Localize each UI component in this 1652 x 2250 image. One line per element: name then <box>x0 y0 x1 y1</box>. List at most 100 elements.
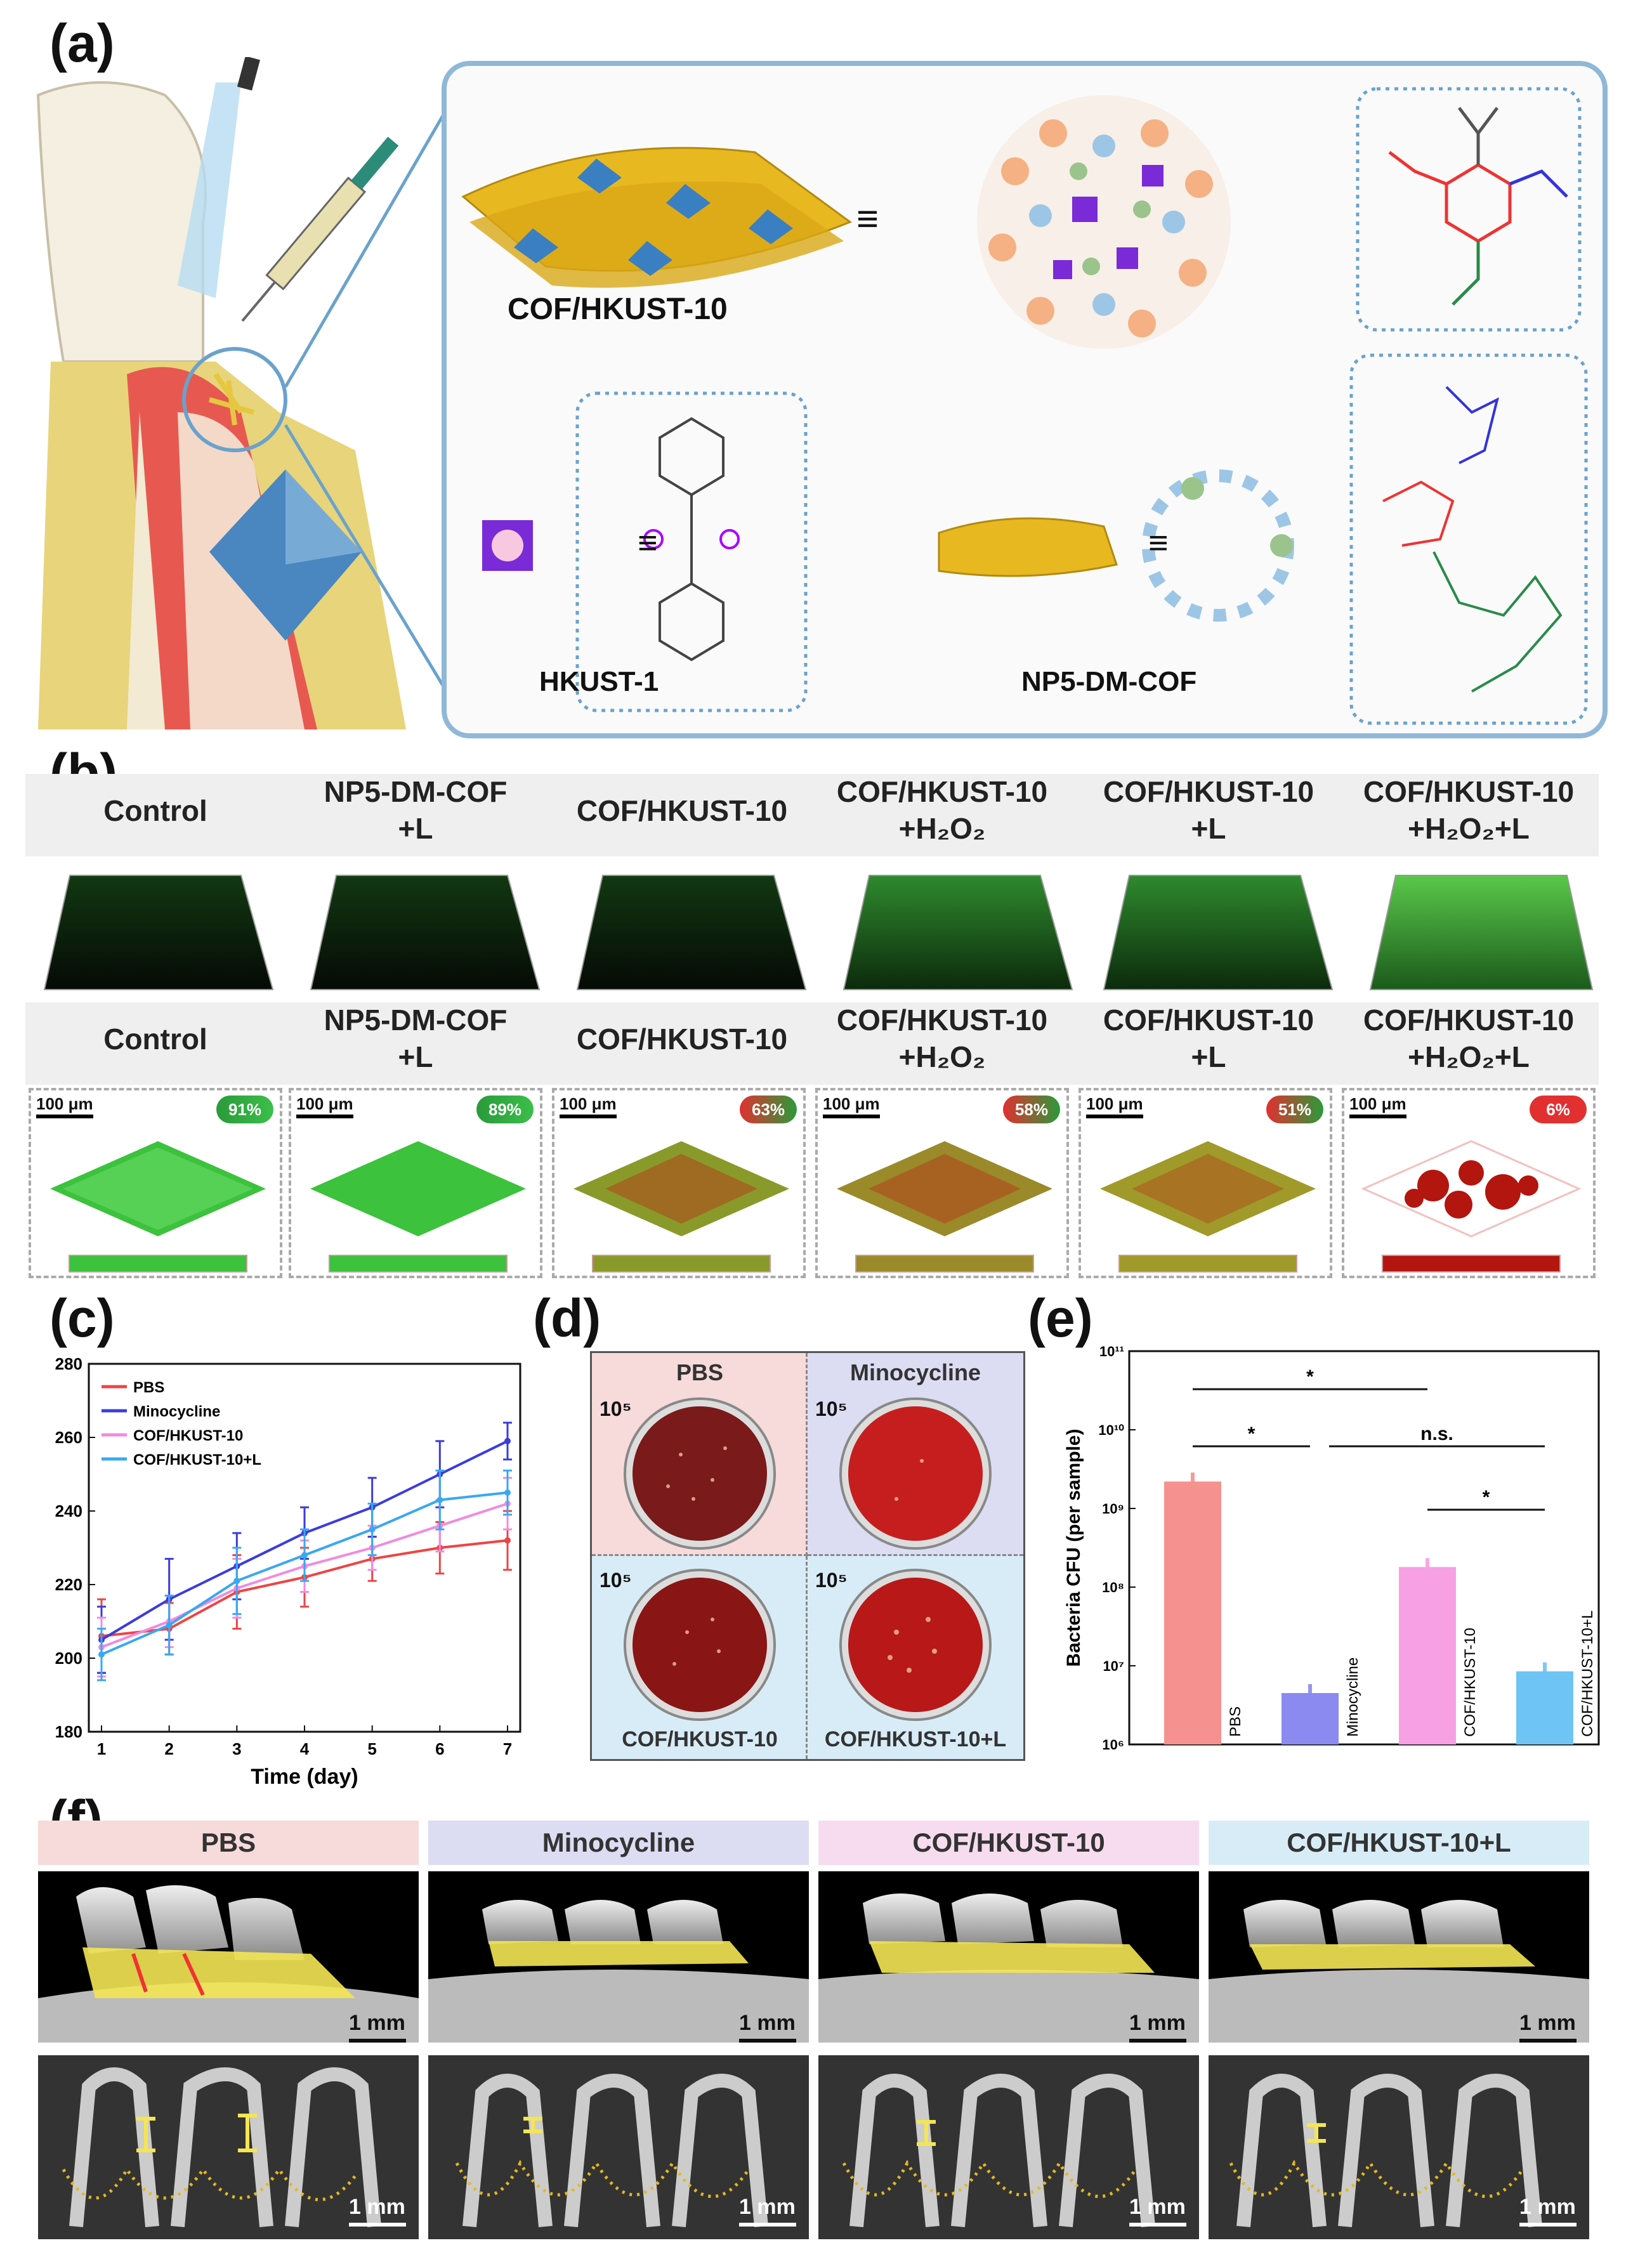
x-tick-label: 3 <box>232 1739 241 1758</box>
x-tick-label: 6 <box>435 1739 444 1758</box>
microct-3d-minocycline <box>428 1900 809 2043</box>
hkust-1-label: HKUST-1 <box>539 666 659 697</box>
hkust-1-unit <box>482 520 533 571</box>
hkust-1-octahedron <box>209 469 362 641</box>
b-row2-header-5: COF/HKUST-10 +L <box>1103 1004 1314 1073</box>
panel-b-row2: Control NP5-DM-COF +L COF/HKUST-10 COF/H… <box>25 1002 1599 1281</box>
b-row2-header-6: COF/HKUST-10 +H₂O₂+L <box>1363 1004 1575 1073</box>
y-tick-label: 10¹⁰ <box>1098 1422 1124 1438</box>
significance-label-2: n.s. <box>1420 1423 1453 1444</box>
live-percent-badge-5: 51% <box>1266 1096 1323 1123</box>
data-point <box>301 1552 308 1559</box>
y-tick-label: 180 <box>55 1722 82 1741</box>
y-tick-label: 220 <box>55 1575 82 1594</box>
live-percent-badge-2: 89% <box>476 1096 534 1123</box>
biofilm-cell-1: 100 μm 91% <box>29 1088 282 1278</box>
microct-slice-pbs <box>69 2067 381 2227</box>
panel-label-a: (a) <box>49 13 115 73</box>
f-header-pbs: PBS <box>38 1821 419 1865</box>
plate-label-cofl: COF/HKUST-10+L <box>824 1727 1007 1751</box>
microct-slice-cof <box>849 2074 1155 2228</box>
y-tick-label: 10⁶ <box>1102 1737 1124 1753</box>
x-axis-label: Time (day) <box>251 1765 358 1789</box>
biofilm-cell-4: 100 μm 58% <box>815 1088 1069 1278</box>
y-tick-label: 10⁹ <box>1102 1501 1124 1517</box>
cof-hkust-label: COF/HKUST-10 <box>508 292 728 326</box>
y-tick-label: 260 <box>55 1428 82 1447</box>
panel-label-c: (c) <box>49 1288 115 1348</box>
significance-label-1: * <box>1248 1423 1255 1444</box>
microct-3d-pbs <box>38 1885 419 2043</box>
y-axis-label: Bacteria CFU (per sample) <box>1063 1429 1084 1666</box>
x-tick-label: 4 <box>300 1739 310 1758</box>
scale-f-6: 1 mm <box>739 2195 796 2227</box>
b-row2-header-2: NP5-DM-COF +L <box>324 1004 508 1073</box>
biofilm-cell-5: 100 μm 51% <box>1078 1088 1332 1278</box>
data-point <box>233 1578 240 1585</box>
chemical-structure-1 <box>1388 107 1568 306</box>
data-point <box>166 1621 173 1628</box>
microct-images <box>38 1871 1589 2239</box>
b-row1-header-5: COF/HKUST-10 +L <box>1103 775 1314 845</box>
y-tick-label: 280 <box>55 1354 82 1373</box>
scale-f-2: 1 mm <box>739 2011 796 2043</box>
panel-label-e: (e) <box>1028 1288 1093 1348</box>
scale-f-1: 1 mm <box>349 2011 406 2043</box>
significance-label-0: * <box>1306 1366 1314 1387</box>
legend-label-2: COF/HKUST-10 <box>133 1427 243 1444</box>
y-tick-label: 10⁸ <box>1102 1580 1124 1595</box>
y-tick-label: 240 <box>55 1501 82 1521</box>
data-point <box>504 1537 511 1544</box>
bar-2 <box>1399 1567 1456 1744</box>
f-header-cofl: COF/HKUST-10+L <box>1209 1821 1589 1865</box>
f-header-minocycline: Minocycline <box>428 1821 809 1865</box>
scale-f-7: 1 mm <box>1129 2195 1186 2227</box>
b-row1-header-4: COF/HKUST-10 +H₂O₂ <box>836 775 1048 845</box>
agar-plate-cof <box>624 1569 776 1721</box>
data-point <box>504 1437 511 1444</box>
equiv-symbol-2: ≡ <box>638 524 658 562</box>
agar-plate-cofl <box>839 1569 992 1721</box>
significance-label-3: * <box>1483 1487 1490 1508</box>
panel-a-illustration <box>36 57 1608 738</box>
tooth-illustration <box>36 57 471 731</box>
np5-dm-cof-sheet <box>938 517 1118 577</box>
biofilm-cell-3: 100 μm 63% <box>552 1088 806 1278</box>
chemical-structure-3 <box>1382 386 1563 693</box>
b-row1-header-1: Control <box>103 794 207 827</box>
b-row2-header-4: COF/HKUST-10 +H₂O₂ <box>836 1004 1048 1073</box>
data-point <box>504 1489 511 1496</box>
category-label-3: COF/HKUST-10+L <box>1579 1611 1596 1737</box>
live-percent-badge-4: 58% <box>1003 1096 1060 1123</box>
live-percent-badge-6: 6% <box>1530 1096 1587 1123</box>
b-row2-header-1: Control <box>103 1023 207 1056</box>
category-label-2: COF/HKUST-10 <box>1462 1628 1479 1737</box>
plate-label-minocycline: Minocycline <box>849 1359 981 1385</box>
b-row1-header-3: COF/HKUST-10 <box>576 794 788 827</box>
bar-0 <box>1164 1481 1221 1744</box>
scale-f-8: 1 mm <box>1519 2195 1577 2227</box>
np5-ring <box>1142 469 1294 622</box>
legend-label-3: COF/HKUST-10+L <box>133 1451 261 1468</box>
scale-f-4: 1 mm <box>1519 2011 1577 2043</box>
data-point <box>436 1496 443 1503</box>
category-label-0: PBS <box>1227 1706 1244 1737</box>
x-tick-label: 1 <box>97 1739 106 1758</box>
plate-label-cof: COF/HKUST-10 <box>622 1727 778 1751</box>
microct-3d-cofl <box>1209 1900 1589 2043</box>
b-row1-header-2: NP5-DM-COF +L <box>324 775 508 845</box>
biofilm-cell-6: 100 μm 6% <box>1342 1088 1596 1278</box>
category-label-1: Minocycline <box>1344 1658 1361 1737</box>
data-point <box>98 1651 105 1658</box>
live-percent-badge-3: 63% <box>740 1096 797 1123</box>
microct-slice-cofl <box>1236 2074 1542 2228</box>
cof-framework-cluster <box>977 95 1231 349</box>
np5-dm-cof-label: NP5-DM-COF <box>1021 666 1197 697</box>
chemical-structure-2 <box>643 417 740 662</box>
agar-plate-minocycline <box>839 1397 992 1550</box>
x-tick-label: 2 <box>164 1739 173 1758</box>
biofilm-cell-2: 100 μm 89% <box>289 1088 542 1278</box>
panel-d-plates: PBS Minocycline COF/HKUST-10 COF/HKUST-1… <box>590 1351 1025 1761</box>
